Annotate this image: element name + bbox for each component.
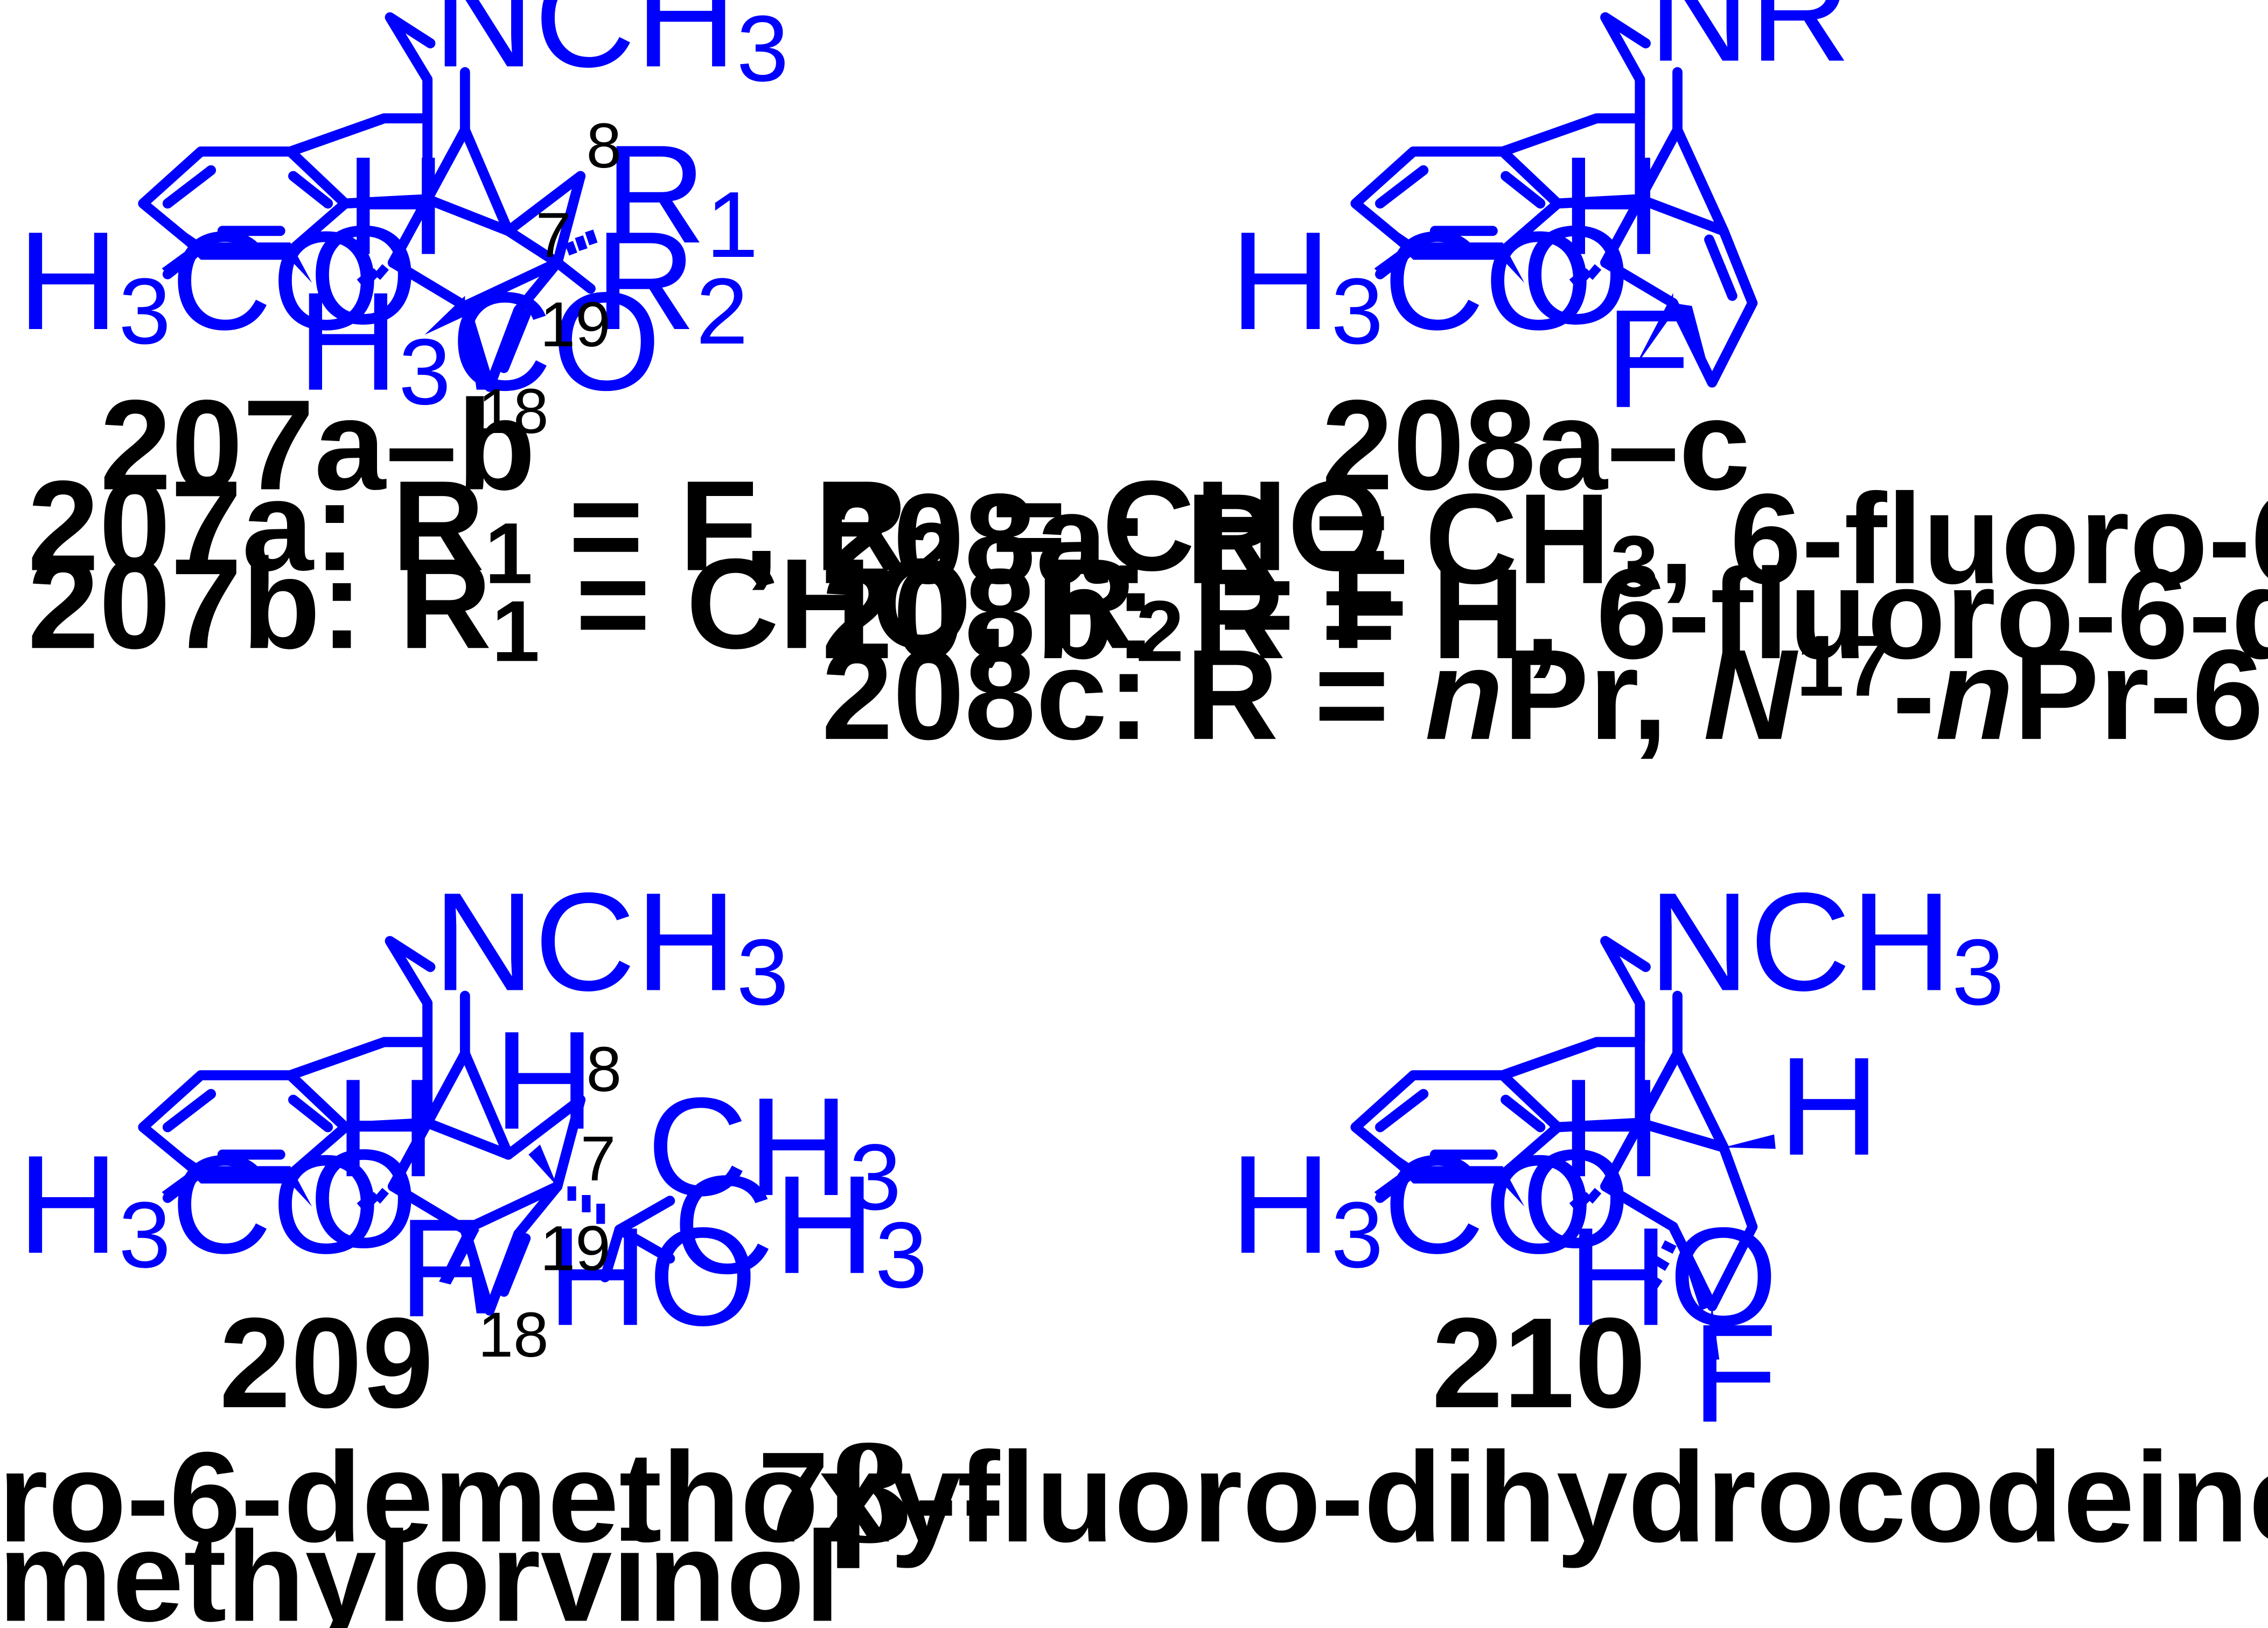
hash-208 bbox=[1569, 264, 1602, 287]
structure-207: NCH3 H3CO O H H3CO R1 R2 8 7 19 18 bbox=[18, 0, 789, 446]
position-18: 18 bbox=[478, 375, 548, 446]
compound-id-209: 209 bbox=[219, 1291, 434, 1435]
methoxy-label: H3CO bbox=[1230, 203, 1594, 364]
amine-label: NCH3 bbox=[433, 864, 788, 1024]
methoxy-label-a: H3CO bbox=[18, 203, 381, 364]
hydroxyl-label: HO bbox=[1568, 1199, 1778, 1355]
bonds-207 bbox=[138, 12, 596, 392]
bonds-208 bbox=[1350, 12, 1758, 388]
line-208c: 208c: R = nPr, N17-nPr-6-fluoro-6-demeth… bbox=[821, 618, 2268, 766]
amine-label: NCH3 bbox=[1649, 864, 2004, 1024]
hash-207 bbox=[357, 229, 598, 287]
structure-209: NCH3 H3CO O H H F CH3 CH3 HO 8 7 19 18 bbox=[18, 864, 927, 1370]
fluorine-label: F bbox=[1692, 1296, 1777, 1452]
amine-label: NCH3 bbox=[433, 0, 788, 101]
ether-oxygen-label: O bbox=[309, 197, 418, 353]
position-7: 7 bbox=[581, 1123, 616, 1194]
name-210: 7β-fluoro-dihydrocodeine bbox=[758, 1421, 2268, 1572]
position-8: 8 bbox=[586, 1033, 622, 1105]
bonds-210 bbox=[1350, 935, 1758, 1311]
bonds-209 bbox=[138, 935, 675, 1316]
compound-id-210: 210 bbox=[1432, 1291, 1646, 1435]
methyl-label-a: CH3 bbox=[647, 1069, 901, 1229]
ether-oxygen-label: O bbox=[309, 1121, 418, 1277]
r2-label: R2 bbox=[595, 203, 749, 364]
name-209-line-1: 6-fluoro-6-demethoxy- bbox=[0, 1425, 1004, 1569]
hydrogen-label-2: H bbox=[1778, 1029, 1880, 1185]
hydrogen-label-1: H bbox=[335, 1050, 436, 1206]
position-8: 8 bbox=[586, 110, 622, 181]
hydrogen-label-2: H bbox=[494, 1003, 595, 1159]
structure-210: NCH3 H3CO O H H HO F bbox=[1230, 864, 2004, 1451]
name-209-line-2: 20-methylorvinol bbox=[0, 1505, 840, 1628]
methoxy-label-b: H3CO bbox=[297, 264, 661, 424]
compound-id-207: 207a–b bbox=[100, 373, 536, 517]
line-208b: 208b: R = H, 6-fluoro-6-demethoxynortheb… bbox=[821, 542, 2268, 686]
compound-id-208: 208a–c bbox=[1322, 373, 1750, 517]
fluorine-label: F bbox=[399, 1190, 484, 1346]
hash-209 bbox=[357, 1186, 605, 1224]
hash-210 bbox=[1569, 1187, 1677, 1288]
hydrogen-label-1: H bbox=[1560, 1050, 1662, 1206]
line-207a: 207a: R1 = F, R2 = CHO bbox=[27, 454, 1387, 602]
hydrogen-label: H bbox=[345, 128, 446, 284]
position-7: 7 bbox=[536, 199, 571, 270]
methoxy-label: H3CO bbox=[18, 1127, 381, 1287]
r1-label: R1 bbox=[605, 116, 758, 277]
position-19: 19 bbox=[540, 1212, 611, 1283]
fluorine-label: F bbox=[1606, 281, 1691, 437]
ether-oxygen-label: O bbox=[1522, 197, 1630, 353]
amine-label: NR bbox=[1649, 0, 1851, 91]
line-208a: 208a: R = CH3, 6-fluoro-6-demethoxytheba… bbox=[821, 467, 2268, 615]
hydrogen-label: H bbox=[1560, 128, 1662, 284]
methoxy-label: H3CO bbox=[1230, 1127, 1594, 1287]
line-207b: 207b: R1 = CHO, R2 = F bbox=[27, 532, 1408, 680]
position-18: 18 bbox=[478, 1299, 548, 1370]
structure-208: NR H3CO O H F bbox=[1230, 0, 1851, 437]
hydroxyl-label: HO bbox=[547, 1199, 757, 1355]
ether-oxygen-label: O bbox=[1522, 1121, 1630, 1277]
methyl-label-b: CH3 bbox=[673, 1147, 927, 1308]
position-19: 19 bbox=[540, 289, 611, 360]
